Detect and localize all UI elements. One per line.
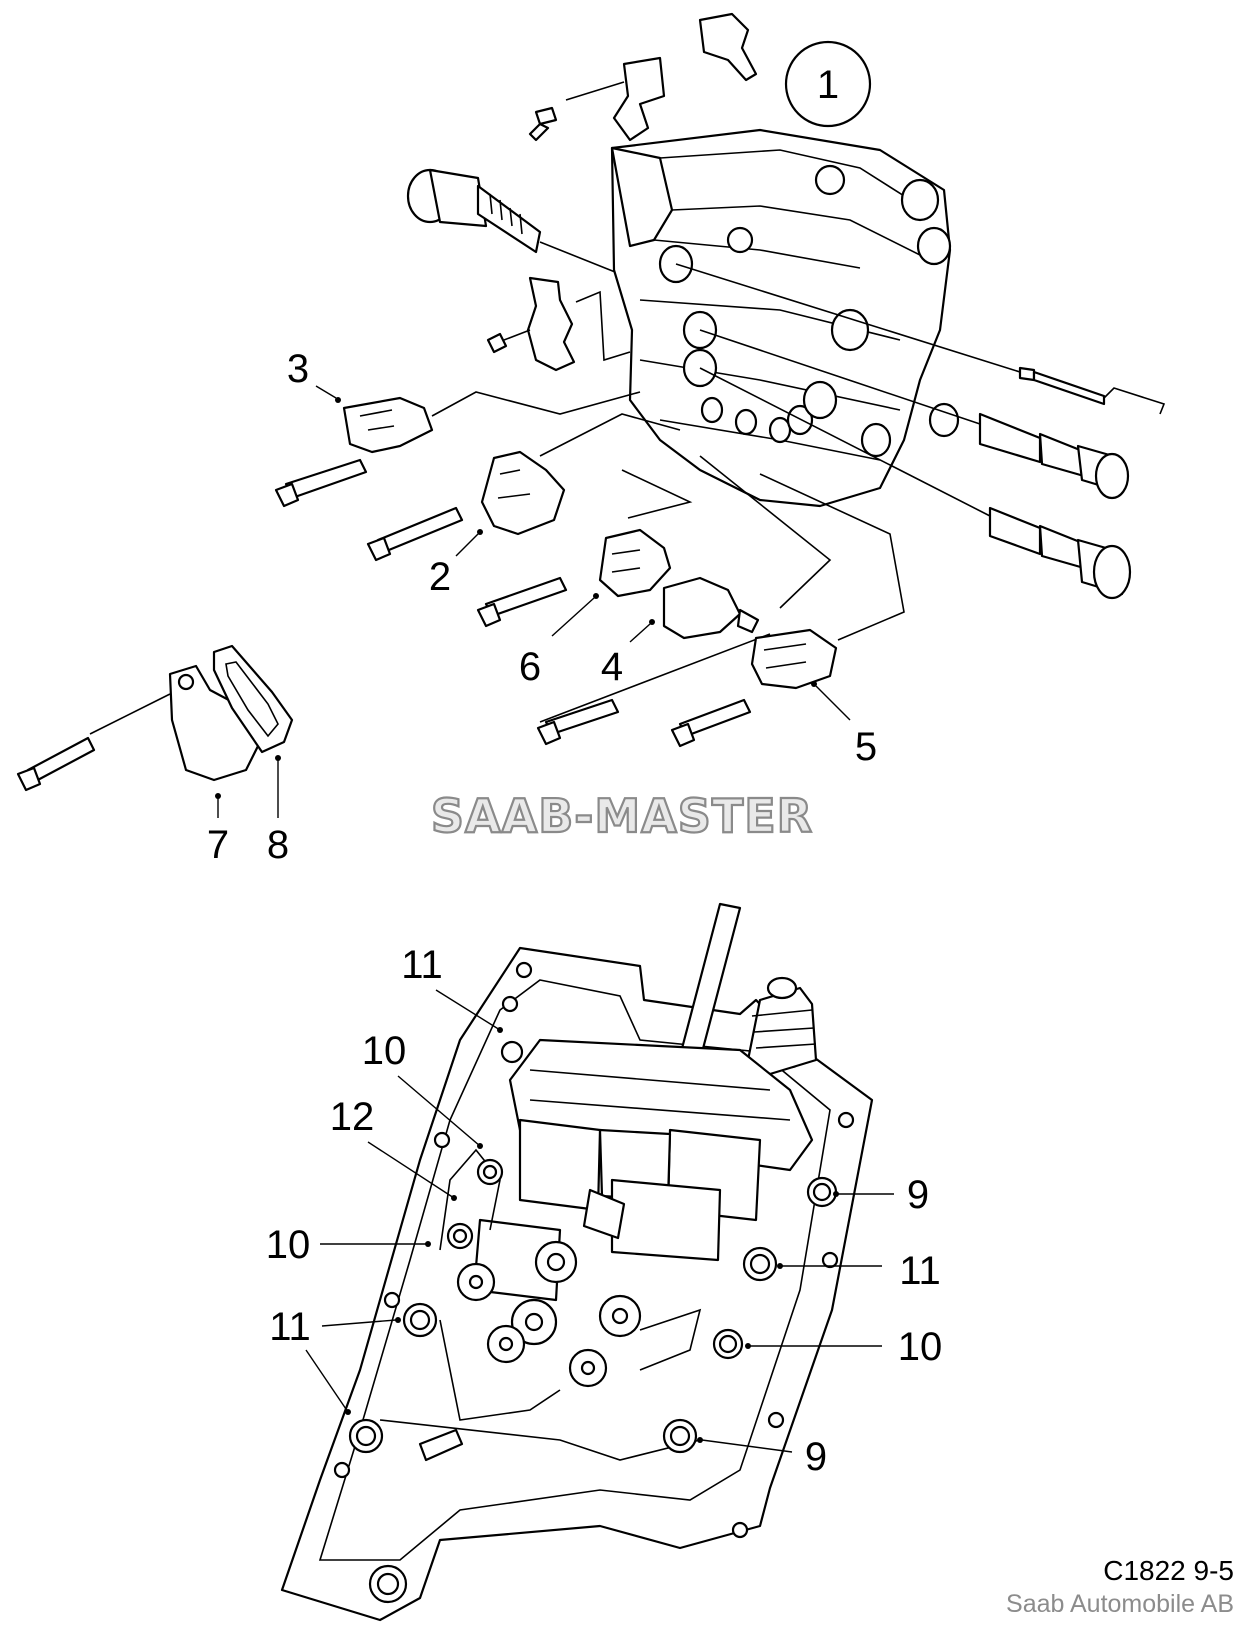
callout-4: 4 — [601, 645, 623, 689]
callout-7: 7 — [207, 823, 229, 867]
bracket-clip-middle — [526, 276, 631, 372]
svg-text:12: 12 — [330, 1095, 375, 1139]
callout-1-circle: 1 — [784, 40, 872, 128]
callout-11-right: 11 — [777, 1249, 941, 1293]
callout-1-label: 1 — [817, 63, 839, 107]
pressure-solenoid-top — [406, 168, 641, 283]
callout-8: 8 — [267, 823, 289, 867]
callout-12: 12 — [330, 1095, 457, 1201]
svg-text:9: 9 — [805, 1435, 827, 1479]
screw-small-middle — [486, 329, 531, 354]
bolt-9-bottom — [662, 1418, 698, 1454]
callout-9-right-bottom: 9 — [697, 1435, 827, 1479]
callout-10-left-top: 10 — [362, 1029, 483, 1149]
reference-code: C1822 9-5 — [1103, 1555, 1234, 1586]
gasket-part-8: 8 — [212, 644, 294, 867]
bolt-10-right — [712, 1328, 744, 1360]
solenoid-part-2: 2 — [366, 413, 681, 599]
bolt-9-top — [806, 1176, 838, 1208]
valve-body-assembly — [610, 128, 960, 508]
solenoid-right-lower — [699, 367, 1132, 600]
watermark: SAAB-MASTER — [431, 789, 813, 843]
bolt-11-right — [742, 1246, 778, 1282]
bolt-11-left — [402, 1302, 438, 1338]
callout-11-left-low: 11 — [269, 1305, 401, 1415]
svg-text:11: 11 — [401, 943, 443, 987]
callout-3: 3 — [287, 347, 309, 391]
svg-text:10: 10 — [266, 1223, 311, 1267]
callout-5: 5 — [855, 725, 877, 769]
solenoid-part-5: 5 — [536, 473, 905, 769]
solenoid-pack — [508, 1038, 814, 1262]
bolt-11-top — [500, 1040, 524, 1064]
bolt-10-mid — [446, 1222, 474, 1250]
bolt-10-top — [476, 1158, 504, 1186]
callout-10-right: 10 — [745, 1325, 942, 1369]
svg-text:11: 11 — [899, 1249, 941, 1293]
callout-9-right-top: 9 — [833, 1173, 929, 1217]
callout-11-left-top: 11 — [401, 943, 503, 1033]
cover-part-7: 7 — [16, 664, 260, 867]
shift-rod — [675, 263, 1166, 415]
callout-6: 6 — [519, 645, 541, 689]
svg-text:9: 9 — [907, 1173, 929, 1217]
svg-text:10: 10 — [898, 1325, 943, 1369]
solenoid-part-4: 4 — [539, 455, 832, 723]
valve-body-components — [379, 1148, 702, 1462]
svg-text:10: 10 — [362, 1029, 407, 1073]
solenoid-part-3: 3 — [274, 347, 641, 508]
bolt-11-low — [348, 1418, 384, 1454]
screw-small-top — [528, 106, 558, 142]
callout-2: 2 — [429, 555, 451, 599]
manufacturer-credit: Saab Automobile AB — [1006, 1590, 1234, 1618]
filter-stack — [746, 976, 818, 1076]
solenoid-part-6: 6 — [476, 469, 693, 689]
solenoid-right-upper — [699, 329, 1130, 500]
callout-10-left-mid: 10 — [266, 1223, 431, 1267]
svg-text:11: 11 — [269, 1305, 311, 1349]
bracket-clip-top — [565, 12, 758, 142]
